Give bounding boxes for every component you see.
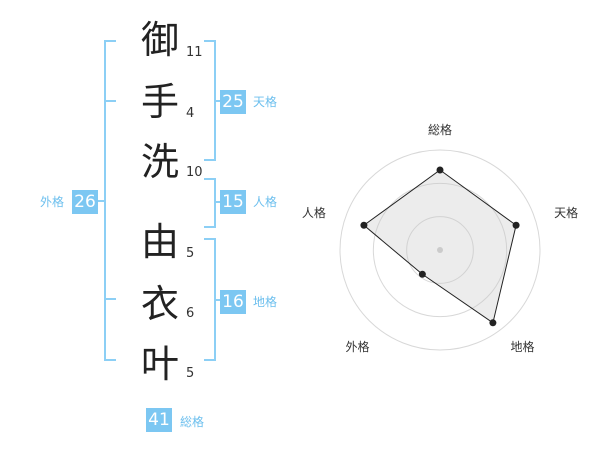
name-char-4: 由 xyxy=(140,220,179,264)
radar-series-polygon xyxy=(363,169,517,324)
stroke-count-3: 10 xyxy=(186,165,203,180)
radar-ring-1 xyxy=(406,216,474,284)
tenkaku-value-badge: 25 xyxy=(220,90,246,114)
stroke-count-5: 6 xyxy=(186,306,195,321)
tenkaku-label: 天格 xyxy=(253,95,278,109)
radar-ring-3 xyxy=(339,149,541,351)
jinkaku-bracket-connector xyxy=(214,201,222,203)
radar-axis-label-1: 総格 xyxy=(428,122,452,137)
stroke-count-2: 4 xyxy=(186,106,195,121)
chikaku-label: 地格 xyxy=(253,295,278,309)
jinkaku-bracket xyxy=(204,178,216,228)
radar-axis-label-3: 地格 xyxy=(511,339,535,354)
radar-point-4 xyxy=(418,270,426,278)
tenkaku-bracket-connector xyxy=(214,100,222,102)
radar-ring-2 xyxy=(372,182,508,318)
name-char-3: 洗 xyxy=(140,140,179,184)
radar-point-5 xyxy=(360,221,368,229)
name-char-1: 御 xyxy=(140,18,179,62)
chikaku-bracket-connector xyxy=(214,299,222,301)
jinkaku-value-badge: 15 xyxy=(220,190,246,214)
radar-point-1 xyxy=(436,166,444,174)
stroke-count-1: 11 xyxy=(186,45,203,60)
soukaku-label: 総格 xyxy=(180,415,205,429)
stroke-count-6: 5 xyxy=(186,366,195,381)
radar-point-3 xyxy=(489,319,497,327)
chikaku-value-badge: 16 xyxy=(220,290,246,314)
jinkaku-label: 人格 xyxy=(253,195,278,209)
radar-center xyxy=(437,247,443,253)
radar-axis-label-2: 天格 xyxy=(554,205,578,220)
name-char-6: 叶 xyxy=(140,342,179,386)
name-char-2: 手 xyxy=(140,80,179,124)
soukaku-value-badge: 41 xyxy=(146,408,172,432)
gaikaku-label: 外格 xyxy=(40,195,65,209)
gaikaku-bracket-tick xyxy=(104,298,116,300)
radar-axis-label-4: 外格 xyxy=(345,339,369,354)
gaikaku-bracket-tick xyxy=(104,100,116,102)
stroke-count-4: 5 xyxy=(186,246,195,261)
gaikaku-value-badge: 26 xyxy=(72,190,98,214)
radar-axis-label-5: 人格 xyxy=(302,205,326,220)
radar-rings xyxy=(339,149,541,351)
radar-shape xyxy=(363,169,517,324)
name-char-5: 衣 xyxy=(140,282,179,326)
gaikaku-bracket-connector xyxy=(98,200,106,202)
radar-points xyxy=(360,166,520,327)
radar-point-2 xyxy=(512,221,520,229)
